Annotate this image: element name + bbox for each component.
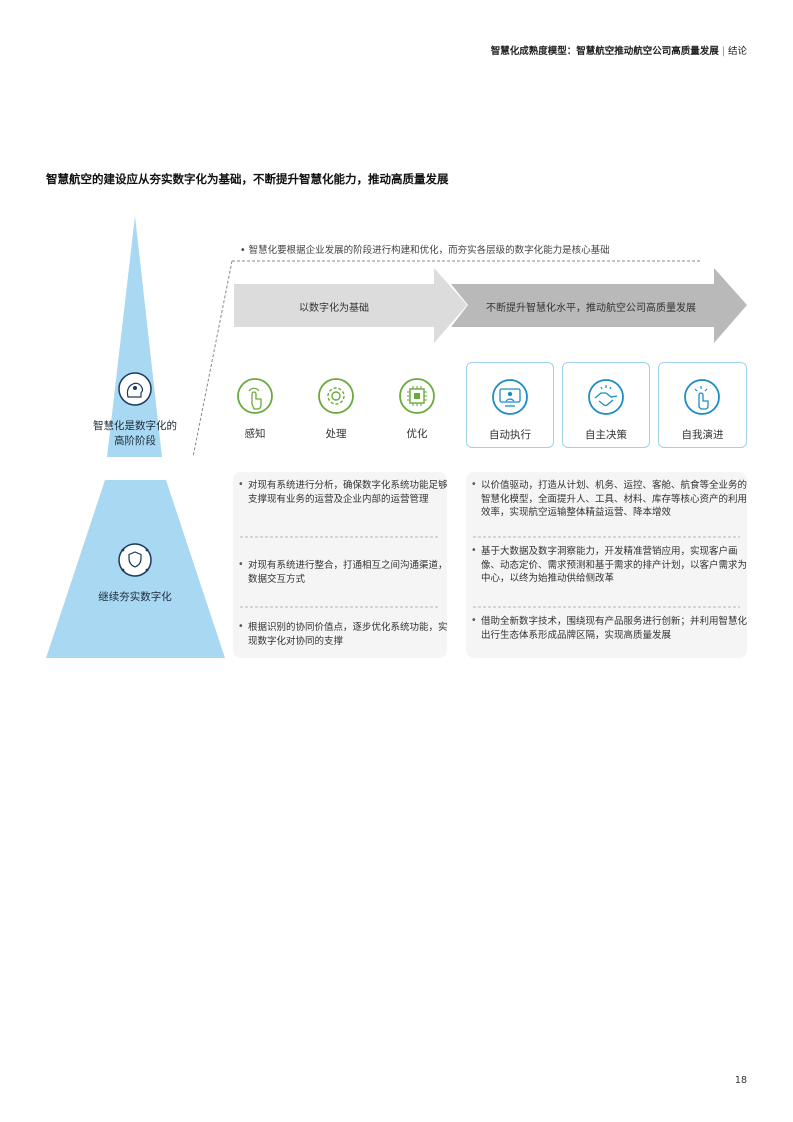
arrow-left-label: 以数字化为基础	[299, 303, 369, 314]
bracket-slant-dash	[192, 260, 233, 458]
header-separator: |	[721, 46, 725, 57]
page-number: 18	[734, 1075, 747, 1086]
right-bullet-1: 以价值驱动，打造从计划、机务、运控、客舱、航食等全业务的智慧化模型，全面提升人、…	[469, 478, 753, 520]
left-bullet-3: 根据识别的协同价值点，逐步优化系统功能，实现数字化对协同的支撑	[236, 620, 448, 648]
section-name: 结论	[727, 46, 747, 57]
handshake-icon	[588, 379, 624, 415]
card-self-evolution: 自我演进	[658, 362, 747, 448]
report-title: 智慧化成熟度模型：智慧航空推动航空公司高质量发展	[490, 46, 719, 57]
right-bullet-3: 借助全新数字技术，围绕现有产品服务进行创新；并利用智慧化出行生态体系形成品牌区隔…	[469, 614, 753, 642]
touch-hand-icon-circle	[237, 378, 273, 414]
page-title: 智慧航空的建设应从夯实数字化为基础，不断提升智慧化能力，推动高质量发展	[46, 172, 449, 186]
card-autonomous-decision-label: 自主决策	[585, 429, 627, 441]
arrow-smart-level	[451, 268, 747, 343]
card-auto-execution: 自动执行	[466, 362, 554, 448]
right-bullet-2: 基于大数据及数字洞察能力，开发精准营销应用，实现客户画像、动态定价、需求预测和基…	[469, 544, 753, 586]
shield-network-icon	[118, 543, 152, 577]
pyramid-bottom-label: 继续夯实数字化	[98, 591, 172, 603]
card-self-evolution-label: 自我演进	[681, 429, 724, 441]
stage-note: • 智慧化要根据企业发展的阶段进行构建和优化，而夯实各层级的数字化能力是核心基础	[240, 245, 610, 256]
arrow-right-label: 不断提升智慧化水平，推动航空公司高质量发展	[486, 303, 696, 314]
icon-label-optimization: 优化	[406, 428, 428, 440]
icon-label-processing: 处理	[325, 428, 347, 440]
running-header: 智慧化成熟度模型：智慧航空推动航空公司高质量发展|结论	[491, 43, 747, 57]
tap-hand-icon	[684, 379, 720, 415]
left-bullet-2: 对现有系统进行整合，打通相互之间沟通渠道，数据交互方式	[236, 558, 448, 586]
chip-icon-circle	[399, 378, 435, 414]
stage-note-text: 智慧化要根据企业发展的阶段进行构建和优化，而夯实各层级的数字化能力是核心基础	[248, 245, 610, 256]
gear-icon-circle	[318, 378, 354, 414]
left-bullet-1: 对现有系统进行分析，确保数字化系统功能足够支撑现有业务的运营及企业内部的运营管理	[236, 478, 448, 506]
card-autonomous-decision: 自主决策	[562, 362, 650, 448]
card-auto-execution-label: 自动执行	[489, 429, 531, 441]
brain-head-icon	[118, 372, 152, 406]
screen-user-icon	[492, 379, 528, 415]
pyramid-top-label: 智慧化是数字化的高阶阶段	[93, 420, 177, 447]
icon-label-perception: 感知	[244, 428, 266, 440]
arrow-digital-base	[234, 268, 467, 343]
